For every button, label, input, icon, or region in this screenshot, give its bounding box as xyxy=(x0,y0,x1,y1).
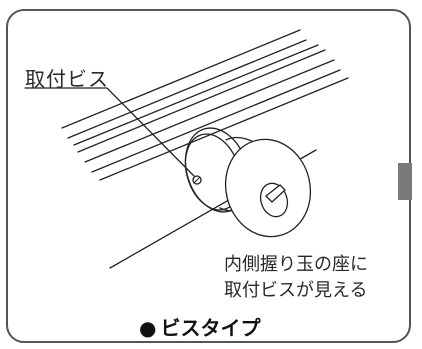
note-line-2: 取付ビスが見える xyxy=(224,280,368,301)
frame-line xyxy=(99,77,349,181)
frame-line xyxy=(73,44,319,146)
screw-slot xyxy=(193,176,201,184)
screw-icon xyxy=(192,175,202,185)
caption-text: ビスタイプ xyxy=(160,316,261,340)
description-note: 内側握り玉の座に 取付ビスが見える xyxy=(224,252,368,304)
thumb-turn xyxy=(265,184,286,203)
frame-line xyxy=(67,39,307,139)
side-tab xyxy=(398,163,412,200)
diagram-frame xyxy=(6,9,411,343)
frame-line xyxy=(91,69,341,173)
frame-line xyxy=(61,29,301,129)
callout-label: 取付ビス xyxy=(25,67,109,91)
bullet-icon: ● xyxy=(139,316,157,340)
frame-line xyxy=(84,59,335,163)
note-line-1: 内側握り玉の座に xyxy=(224,254,368,275)
caption: ●ビスタイプ xyxy=(139,312,260,341)
frame-line xyxy=(77,49,326,153)
callout-leader xyxy=(24,87,195,177)
